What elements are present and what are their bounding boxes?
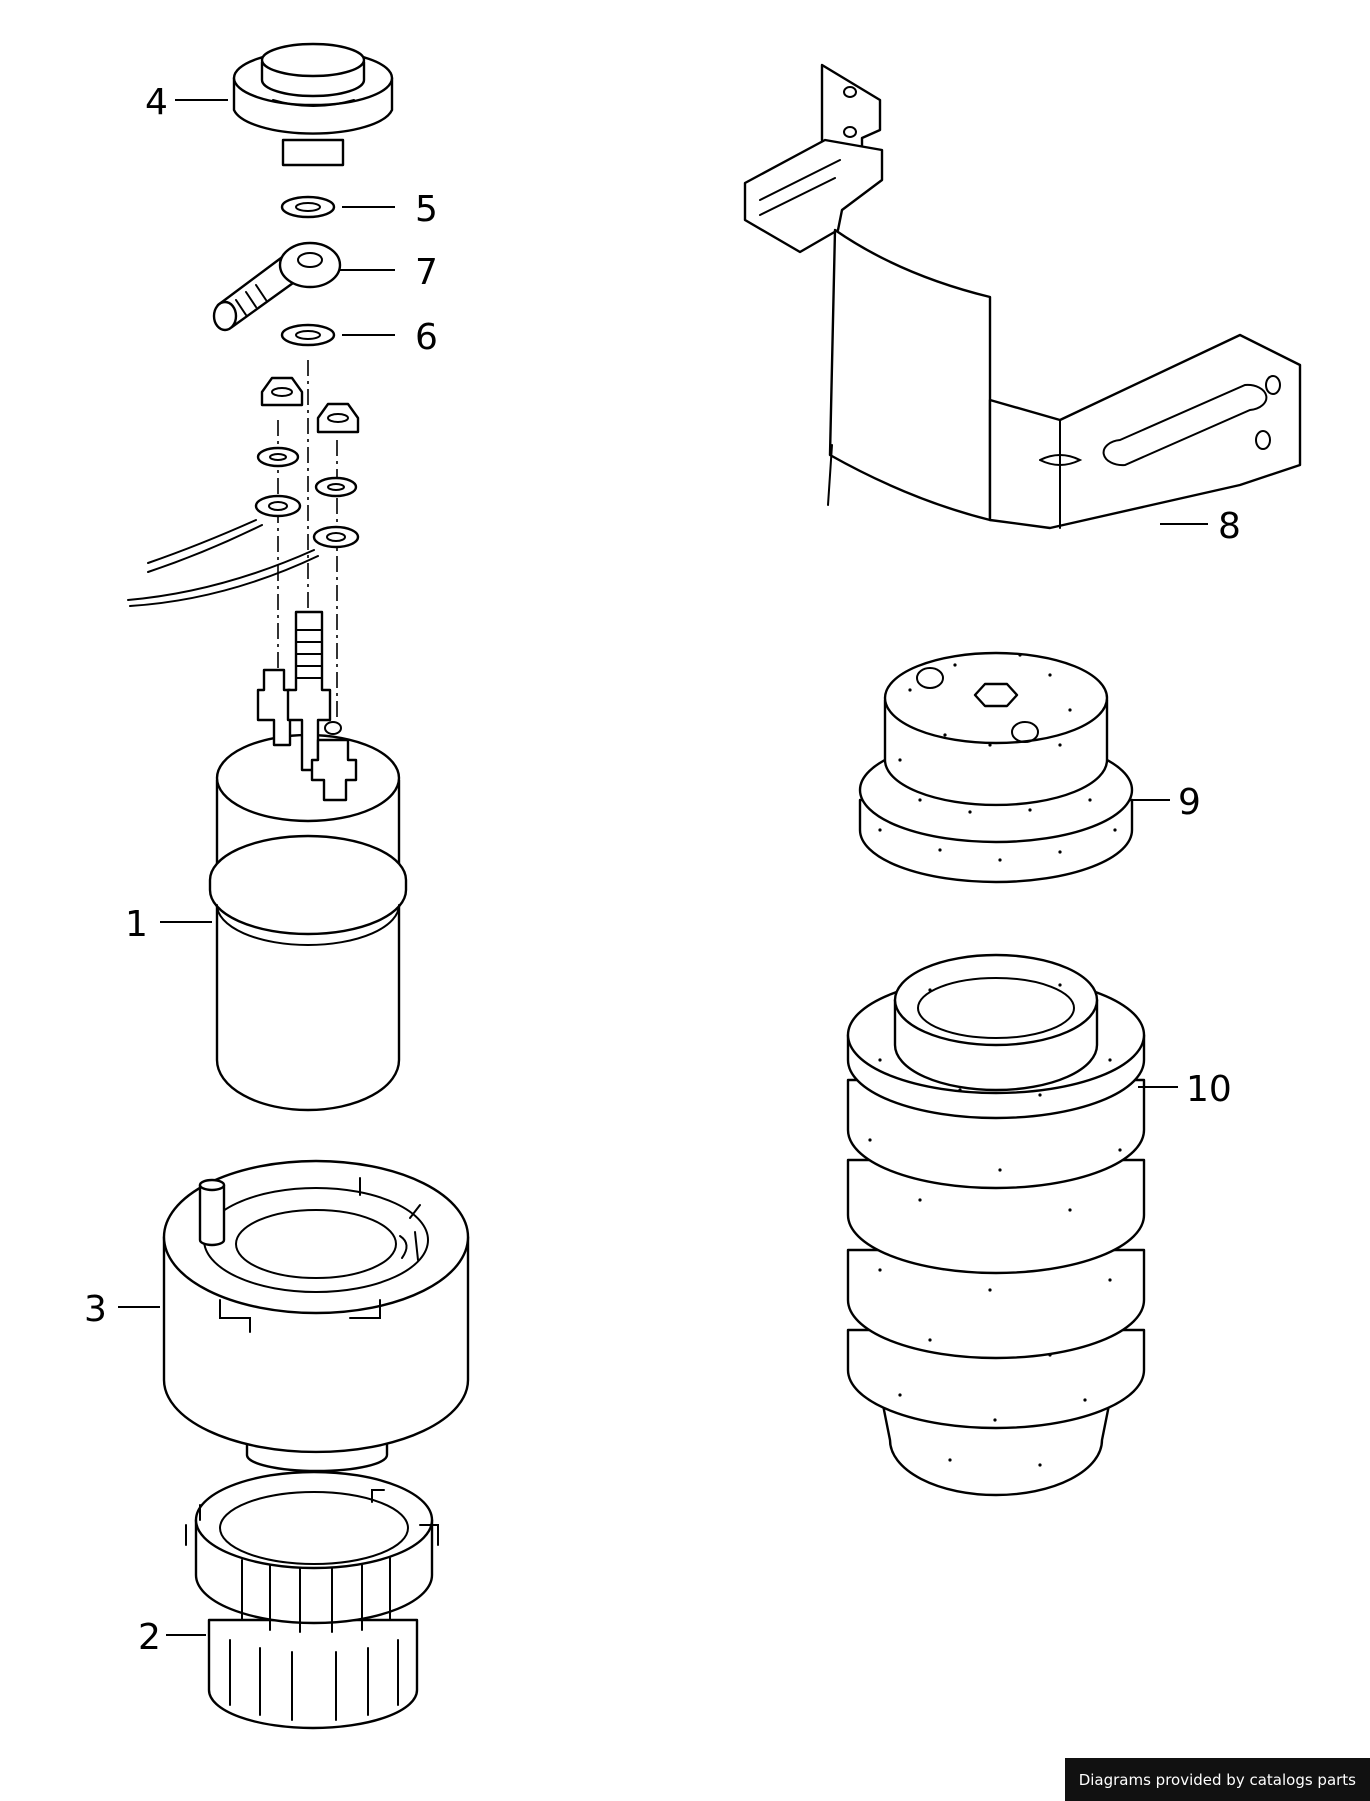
part-2-collar	[185, 1470, 439, 1730]
callout-10: 10	[1186, 1069, 1232, 1110]
callout-6: 6	[415, 317, 438, 358]
callout-7: 7	[415, 252, 438, 293]
callout-2: 2	[138, 1617, 161, 1658]
credit-banner: Diagrams provided by catalogs parts	[1064, 1758, 1370, 1801]
part-9-speckle	[878, 653, 1117, 862]
callout-4: 4	[145, 82, 168, 123]
part-4-cap	[232, 42, 394, 167]
hex-nut-right	[316, 402, 360, 434]
callout-5: 5	[415, 189, 438, 230]
part-6-washer	[280, 323, 336, 347]
callout-8: 8	[1218, 506, 1241, 547]
part-8-bracket	[743, 63, 1302, 530]
part-3-retainer	[162, 1159, 470, 1473]
callout-1: 1	[125, 904, 148, 945]
part-9-buffer	[858, 651, 1134, 884]
part-10-speckle	[868, 983, 1122, 1467]
wires	[127, 519, 319, 607]
part-5-washer	[280, 195, 336, 219]
callout-9: 9	[1178, 782, 1201, 823]
hex-nut-left	[260, 376, 304, 407]
callout-3: 3	[84, 1289, 107, 1330]
part-1-fuel-pump	[208, 610, 408, 1112]
part-7-banjo-fitting	[212, 241, 342, 332]
part-10-boot	[846, 953, 1146, 1497]
